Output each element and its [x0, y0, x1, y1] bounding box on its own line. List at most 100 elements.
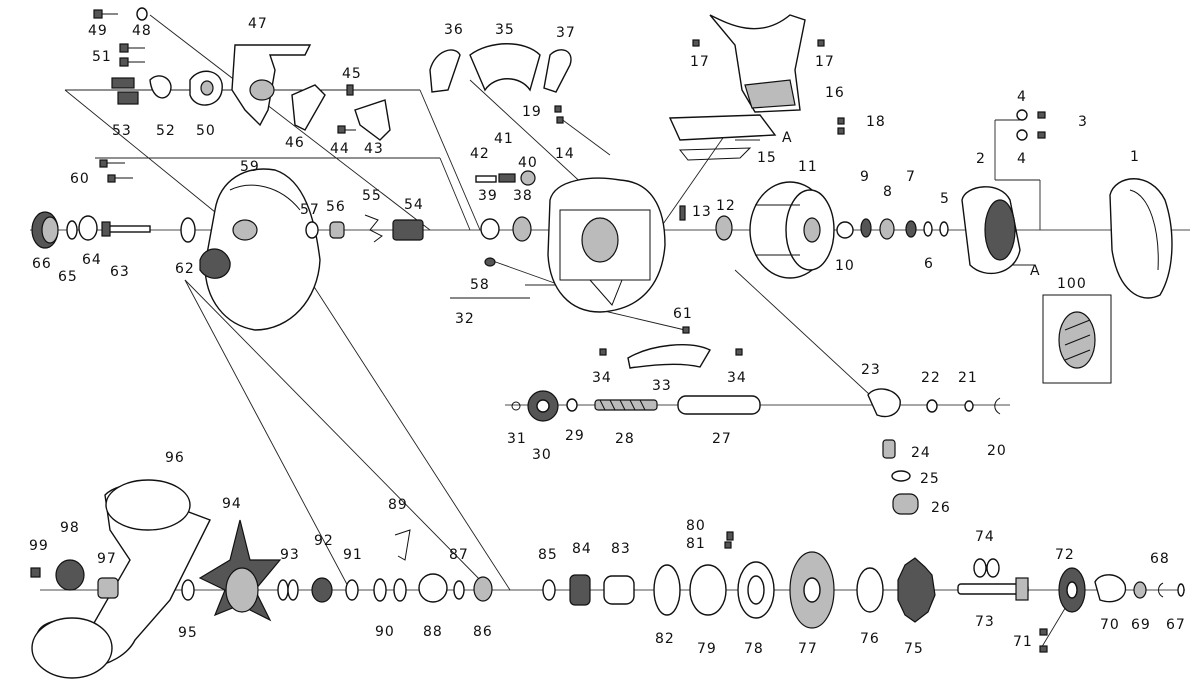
part-50-cam: [189, 70, 223, 106]
callout-81: 81: [686, 536, 706, 552]
callout-74: 74: [975, 529, 995, 545]
part-10-gear: [836, 221, 854, 239]
part-15-plate: [668, 114, 777, 161]
callout-34a: 34: [592, 370, 612, 386]
callout-39: 39: [478, 188, 498, 204]
callout-42: 42: [470, 146, 490, 162]
part-95-washer: [181, 579, 195, 601]
callout-36: 36: [444, 22, 464, 38]
callout-49: 49: [88, 23, 108, 39]
part-56-bearing: [329, 221, 345, 239]
part-28-worm-shaft: [594, 399, 658, 411]
part-60-screws: [99, 159, 133, 183]
part-26-cap: [892, 493, 919, 515]
part-40-knob: [520, 170, 536, 186]
callout-17a: 17: [690, 54, 710, 70]
callout-72: 72: [1055, 547, 1075, 563]
callout-65: 65: [58, 269, 78, 285]
part-14-frame: [547, 177, 666, 313]
callout-34b: 34: [727, 370, 747, 386]
part-93-springs: [277, 579, 299, 601]
callout-41: 41: [494, 131, 514, 147]
callout-4b: 4: [1017, 151, 1027, 167]
part-68-clip: [1158, 582, 1164, 598]
part-13-pin: [679, 205, 686, 221]
part-43-plate: [354, 99, 391, 141]
callout-92: 92: [314, 533, 334, 549]
part-54-gear: [392, 219, 424, 241]
callout-2: 2: [976, 151, 986, 167]
part-9-ring: [860, 218, 872, 238]
part-8-bearing: [879, 218, 895, 240]
part-53-springs: [111, 77, 139, 105]
callout-80: 80: [686, 518, 706, 534]
callout-13: 13: [692, 204, 712, 220]
part-69-bearing: [1133, 581, 1147, 599]
callout-50: 50: [196, 123, 216, 139]
part-98-retainer: [55, 559, 85, 591]
callout-68: 68: [1150, 551, 1170, 567]
part-87-ring: [453, 580, 465, 600]
callout-7: 7: [906, 169, 916, 185]
part-18-screws: [837, 117, 845, 135]
callout-85: 85: [538, 547, 558, 563]
callout-8: 8: [883, 184, 893, 200]
callout-14: 14: [555, 146, 575, 162]
callout-84: 84: [572, 541, 592, 557]
callout-21: 21: [958, 370, 978, 386]
part-2-side-cover: [961, 186, 1021, 275]
callout-66: 66: [32, 256, 52, 272]
callout-45: 45: [342, 66, 362, 82]
callout-86: 86: [473, 624, 493, 640]
part-78-washer: [737, 561, 775, 619]
callout-51: 51: [92, 49, 112, 65]
callout-78: 78: [744, 641, 764, 657]
part-17-screws: [692, 39, 825, 47]
part-70-plate: [1094, 574, 1127, 603]
part-48-washer: [136, 7, 148, 21]
part-5-ring: [939, 221, 949, 237]
part-25-washer: [891, 470, 911, 482]
callout-56: 56: [326, 199, 346, 215]
callout-15: 15: [757, 150, 777, 166]
callout-96: 96: [165, 450, 185, 466]
part-1-palming-plate: [1109, 178, 1173, 299]
callout-35: 35: [495, 22, 515, 38]
callout-5: 5: [940, 191, 950, 207]
callout-1: 1: [1130, 149, 1140, 165]
callout-18: 18: [866, 114, 886, 130]
callout-54: 54: [404, 197, 424, 213]
part-66-cap: [31, 211, 59, 249]
part-33-guide: [627, 344, 711, 369]
callout-12: 12: [716, 198, 736, 214]
callout-60: 60: [70, 171, 90, 187]
part-47-bracket: [231, 44, 312, 127]
part-57-bushing: [305, 221, 319, 239]
callout-89: 89: [388, 497, 408, 513]
callout-79: 79: [697, 641, 717, 657]
part-19-screws: [554, 105, 564, 124]
callout-25: 25: [920, 471, 940, 487]
callout-53: 53: [112, 123, 132, 139]
callout-28: 28: [615, 431, 635, 447]
callout-62: 62: [175, 261, 195, 277]
part-74-rings: [973, 558, 1000, 578]
part-41-pin: [498, 173, 516, 183]
callout-19: 19: [522, 104, 542, 120]
part-61-screw: [682, 326, 690, 334]
part-77-drive-gear: [789, 551, 835, 629]
callout-3: 3: [1078, 114, 1088, 130]
part-45-pin: [346, 84, 354, 96]
callout-52: 52: [156, 123, 176, 139]
callout-61: 61: [673, 306, 693, 322]
callout-71: 71: [1013, 634, 1033, 650]
part-36-cover: [429, 49, 461, 93]
callout-23: 23: [861, 362, 881, 378]
callout-6: 6: [924, 256, 934, 272]
part-96-handle: [31, 479, 211, 679]
callout-24: 24: [911, 445, 931, 461]
callout-90: 90: [375, 624, 395, 640]
part-49-screw: [93, 9, 118, 19]
part-42-pin: [475, 175, 497, 183]
